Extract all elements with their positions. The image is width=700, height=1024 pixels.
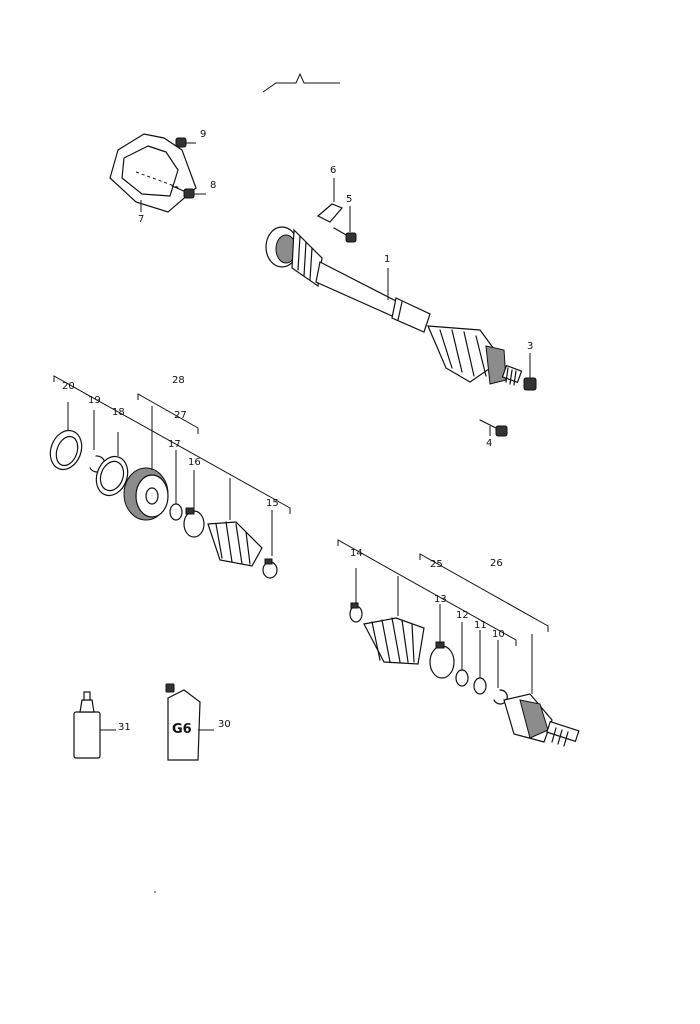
callout-3: 3 [527, 341, 533, 352]
part-5-bolt [333, 206, 357, 243]
callout-27: 27 [174, 410, 187, 421]
callout-20: 20 [62, 381, 75, 392]
bracket-27 [137, 393, 199, 434]
callout-25: 25 [430, 559, 443, 570]
callout-19: 19 [88, 395, 101, 406]
callout-31: 31 [118, 722, 131, 733]
stray-dot [154, 891, 156, 893]
part-27-cv-joint [123, 406, 169, 521]
part-10-circlip [493, 640, 508, 705]
part-30-grease-pack: G6 [165, 683, 214, 761]
callout-16: 16 [188, 457, 201, 468]
bracket-26 [419, 553, 549, 632]
callout-18: 18 [112, 407, 125, 418]
callout-9: 9 [200, 129, 206, 140]
callout-15: 15 [266, 498, 279, 509]
direction-marker [262, 72, 340, 93]
callout-17: 17 [168, 439, 181, 450]
part-18-cover [95, 432, 129, 497]
callout-7: 7 [138, 214, 144, 225]
part-3-hub-nut [523, 353, 537, 391]
part-8-bolt [171, 185, 206, 199]
part-7-heat-shield [109, 133, 197, 213]
part-17-dish-spring [169, 450, 183, 521]
callout-14: 14 [350, 548, 363, 559]
callout-1: 1 [384, 254, 390, 265]
callout-12: 12 [456, 610, 469, 621]
callout-4: 4 [486, 438, 492, 449]
callout-labels: 9 8 7 6 5 1 3 4 28 20 19 18 27 17 16 15 … [62, 129, 533, 733]
bracket-25 [337, 539, 517, 646]
part-14-clamp [349, 568, 363, 623]
boot-left [207, 478, 263, 567]
callout-5: 5 [346, 194, 352, 205]
bracket-28 [53, 375, 291, 514]
callout-30: 30 [218, 719, 231, 730]
part-15-clamp [262, 510, 278, 579]
part-13-clamp [429, 604, 455, 679]
part-16-clamp [183, 470, 205, 538]
part-4-bolt [479, 419, 508, 437]
part-26-cv-joint [503, 634, 580, 747]
callout-13: 13 [434, 594, 447, 605]
callout-11: 11 [474, 620, 487, 631]
grease-pack-label: G6 [172, 722, 192, 737]
callout-10: 10 [492, 629, 505, 640]
callout-26: 26 [490, 558, 503, 569]
part-9-nut [175, 137, 196, 148]
boot-right [363, 576, 425, 665]
part-6-bracket [316, 178, 344, 223]
part-12-dish-spring [455, 622, 469, 687]
part-11-spacer [473, 630, 487, 695]
part-20-gasket [49, 402, 83, 471]
part-31-sealant-bottle [73, 691, 116, 759]
part-1-drive-shaft [265, 226, 523, 386]
callout-6: 6 [330, 165, 336, 176]
callout-28: 28 [172, 375, 185, 386]
callout-8: 8 [210, 180, 216, 191]
